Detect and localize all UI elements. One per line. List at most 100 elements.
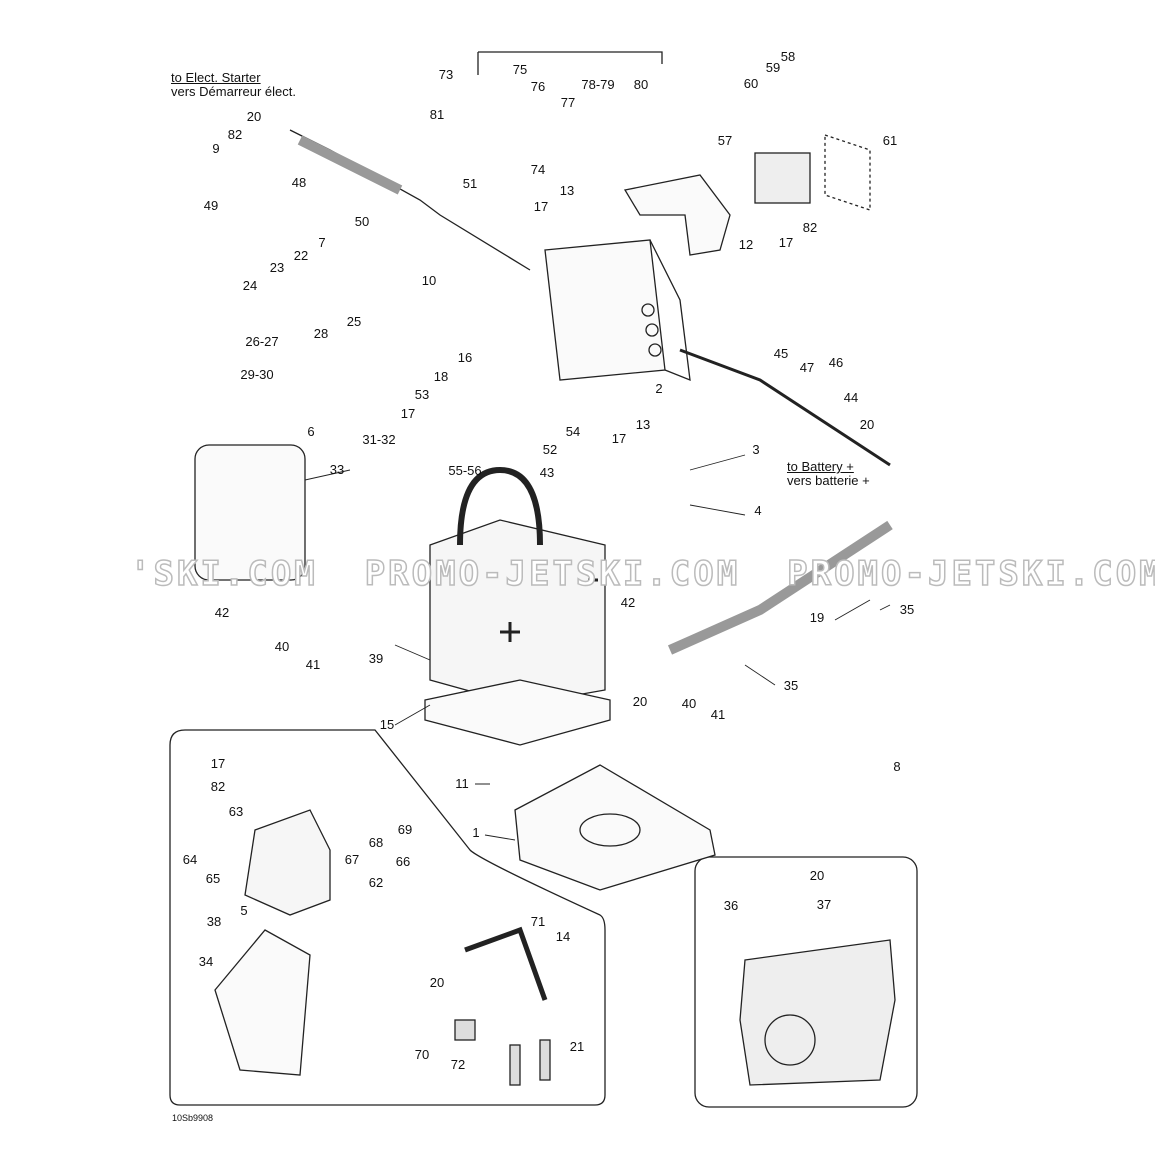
plate-34 — [214, 929, 311, 1076]
callout-41: 41 — [710, 707, 726, 722]
callout-72: 72 — [450, 1057, 466, 1072]
callout-80: 80 — [633, 77, 649, 92]
callout-49: 49 — [203, 198, 219, 213]
battery-pad-15 — [424, 679, 611, 746]
battery-note: to Battery + vers batterie + — [787, 460, 870, 488]
callout-4: 4 — [754, 503, 762, 518]
engine — [739, 939, 896, 1086]
callout-77: 77 — [560, 95, 576, 110]
callout-74: 74 — [530, 162, 546, 177]
callout-22: 22 — [293, 248, 309, 263]
callout-73: 73 — [438, 67, 454, 82]
callout-48: 48 — [291, 175, 307, 190]
callout-5: 5 — [240, 903, 248, 918]
bracket-12 — [623, 174, 731, 256]
callout-71: 71 — [530, 914, 546, 929]
callout-17: 17 — [533, 199, 549, 214]
callout-38: 38 — [206, 914, 222, 929]
starter-note-en: to Elect. Starter — [171, 70, 261, 85]
callout-39: 39 — [368, 651, 384, 666]
callout-20: 20 — [429, 975, 445, 990]
callout-70: 70 — [414, 1047, 430, 1062]
callout-43: 43 — [539, 465, 555, 480]
callout-55-56: 55-56 — [448, 463, 482, 478]
battery-note-fr: vers batterie + — [787, 473, 870, 488]
callout-17: 17 — [210, 756, 226, 771]
callout-78-79: 78-79 — [581, 77, 615, 92]
callout-19: 19 — [809, 610, 825, 625]
battery-cable-44 — [679, 348, 891, 467]
callout-60: 60 — [743, 76, 759, 91]
callout-31-32: 31-32 — [362, 432, 396, 447]
callout-1: 1 — [472, 825, 480, 840]
callout-58: 58 — [780, 49, 796, 64]
battery-39 — [429, 466, 606, 706]
callout-33: 33 — [329, 462, 345, 477]
bracket-73 — [477, 51, 663, 75]
callout-8: 8 — [893, 759, 901, 774]
callout-23: 23 — [269, 260, 285, 275]
callout-35: 35 — [783, 678, 799, 693]
callout-54: 54 — [565, 424, 581, 439]
callout-46: 46 — [828, 355, 844, 370]
callout-82: 82 — [210, 779, 226, 794]
callout-42: 42 — [620, 595, 636, 610]
battery-tray-1 — [514, 764, 716, 891]
drawing-code: 10Sb9908 — [172, 1113, 214, 1123]
starter-note-fr: vers Démarreur élect. — [171, 84, 296, 99]
callout-29-30: 29-30 — [240, 367, 274, 382]
callout-28: 28 — [313, 326, 329, 341]
callout-10: 10 — [421, 273, 437, 288]
callout-13: 13 — [559, 183, 575, 198]
inset-frame-ignition — [169, 729, 606, 1106]
callout-82: 82 — [802, 220, 818, 235]
callout-67: 67 — [344, 852, 360, 867]
callout-69: 69 — [397, 822, 413, 837]
callout-37: 37 — [816, 897, 832, 912]
callout-21: 21 — [569, 1039, 585, 1054]
callout-14: 14 — [555, 929, 571, 944]
callout-26-27: 26-27 — [245, 334, 279, 349]
callout-11: 11 — [455, 776, 469, 791]
callout-3: 3 — [752, 442, 760, 457]
leader-lines — [304, 454, 891, 841]
callout-45: 45 — [773, 346, 789, 361]
callout-76: 76 — [530, 79, 546, 94]
callout-13: 13 — [635, 417, 651, 432]
starter-note: to Elect. Starter vers Démarreur élect. — [171, 71, 296, 99]
callout-47: 47 — [799, 360, 815, 375]
cover-33 — [194, 444, 306, 581]
callout-20: 20 — [859, 417, 875, 432]
battery-cable-19 — [667, 520, 893, 655]
callout-20: 20 — [246, 109, 262, 124]
callout-40: 40 — [681, 696, 697, 711]
callout-51: 51 — [462, 176, 478, 191]
inset-frame-engine — [694, 856, 918, 1108]
callout-59: 59 — [765, 60, 781, 75]
callout-63: 63 — [228, 804, 244, 819]
callout-18: 18 — [433, 369, 449, 384]
callout-36: 36 — [723, 898, 739, 913]
callout-75: 75 — [512, 62, 528, 77]
callout-24: 24 — [242, 278, 258, 293]
callout-2: 2 — [655, 381, 663, 396]
callout-20: 20 — [632, 694, 648, 709]
callout-81: 81 — [429, 107, 445, 122]
callout-65: 65 — [205, 871, 221, 886]
callout-7: 7 — [318, 235, 326, 250]
callout-17: 17 — [778, 235, 794, 250]
callout-66: 66 — [395, 854, 411, 869]
callout-61: 61 — [882, 133, 898, 148]
callout-15: 15 — [379, 717, 395, 732]
callout-50: 50 — [354, 214, 370, 229]
callout-17: 17 — [400, 406, 416, 421]
callout-34: 34 — [198, 954, 214, 969]
battery-note-en: to Battery + — [787, 459, 854, 474]
callout-17: 17 — [611, 431, 627, 446]
callout-35: 35 — [899, 602, 915, 617]
spark-plugs — [454, 926, 551, 1086]
callout-25: 25 — [346, 314, 362, 329]
callout-52: 52 — [542, 442, 558, 457]
